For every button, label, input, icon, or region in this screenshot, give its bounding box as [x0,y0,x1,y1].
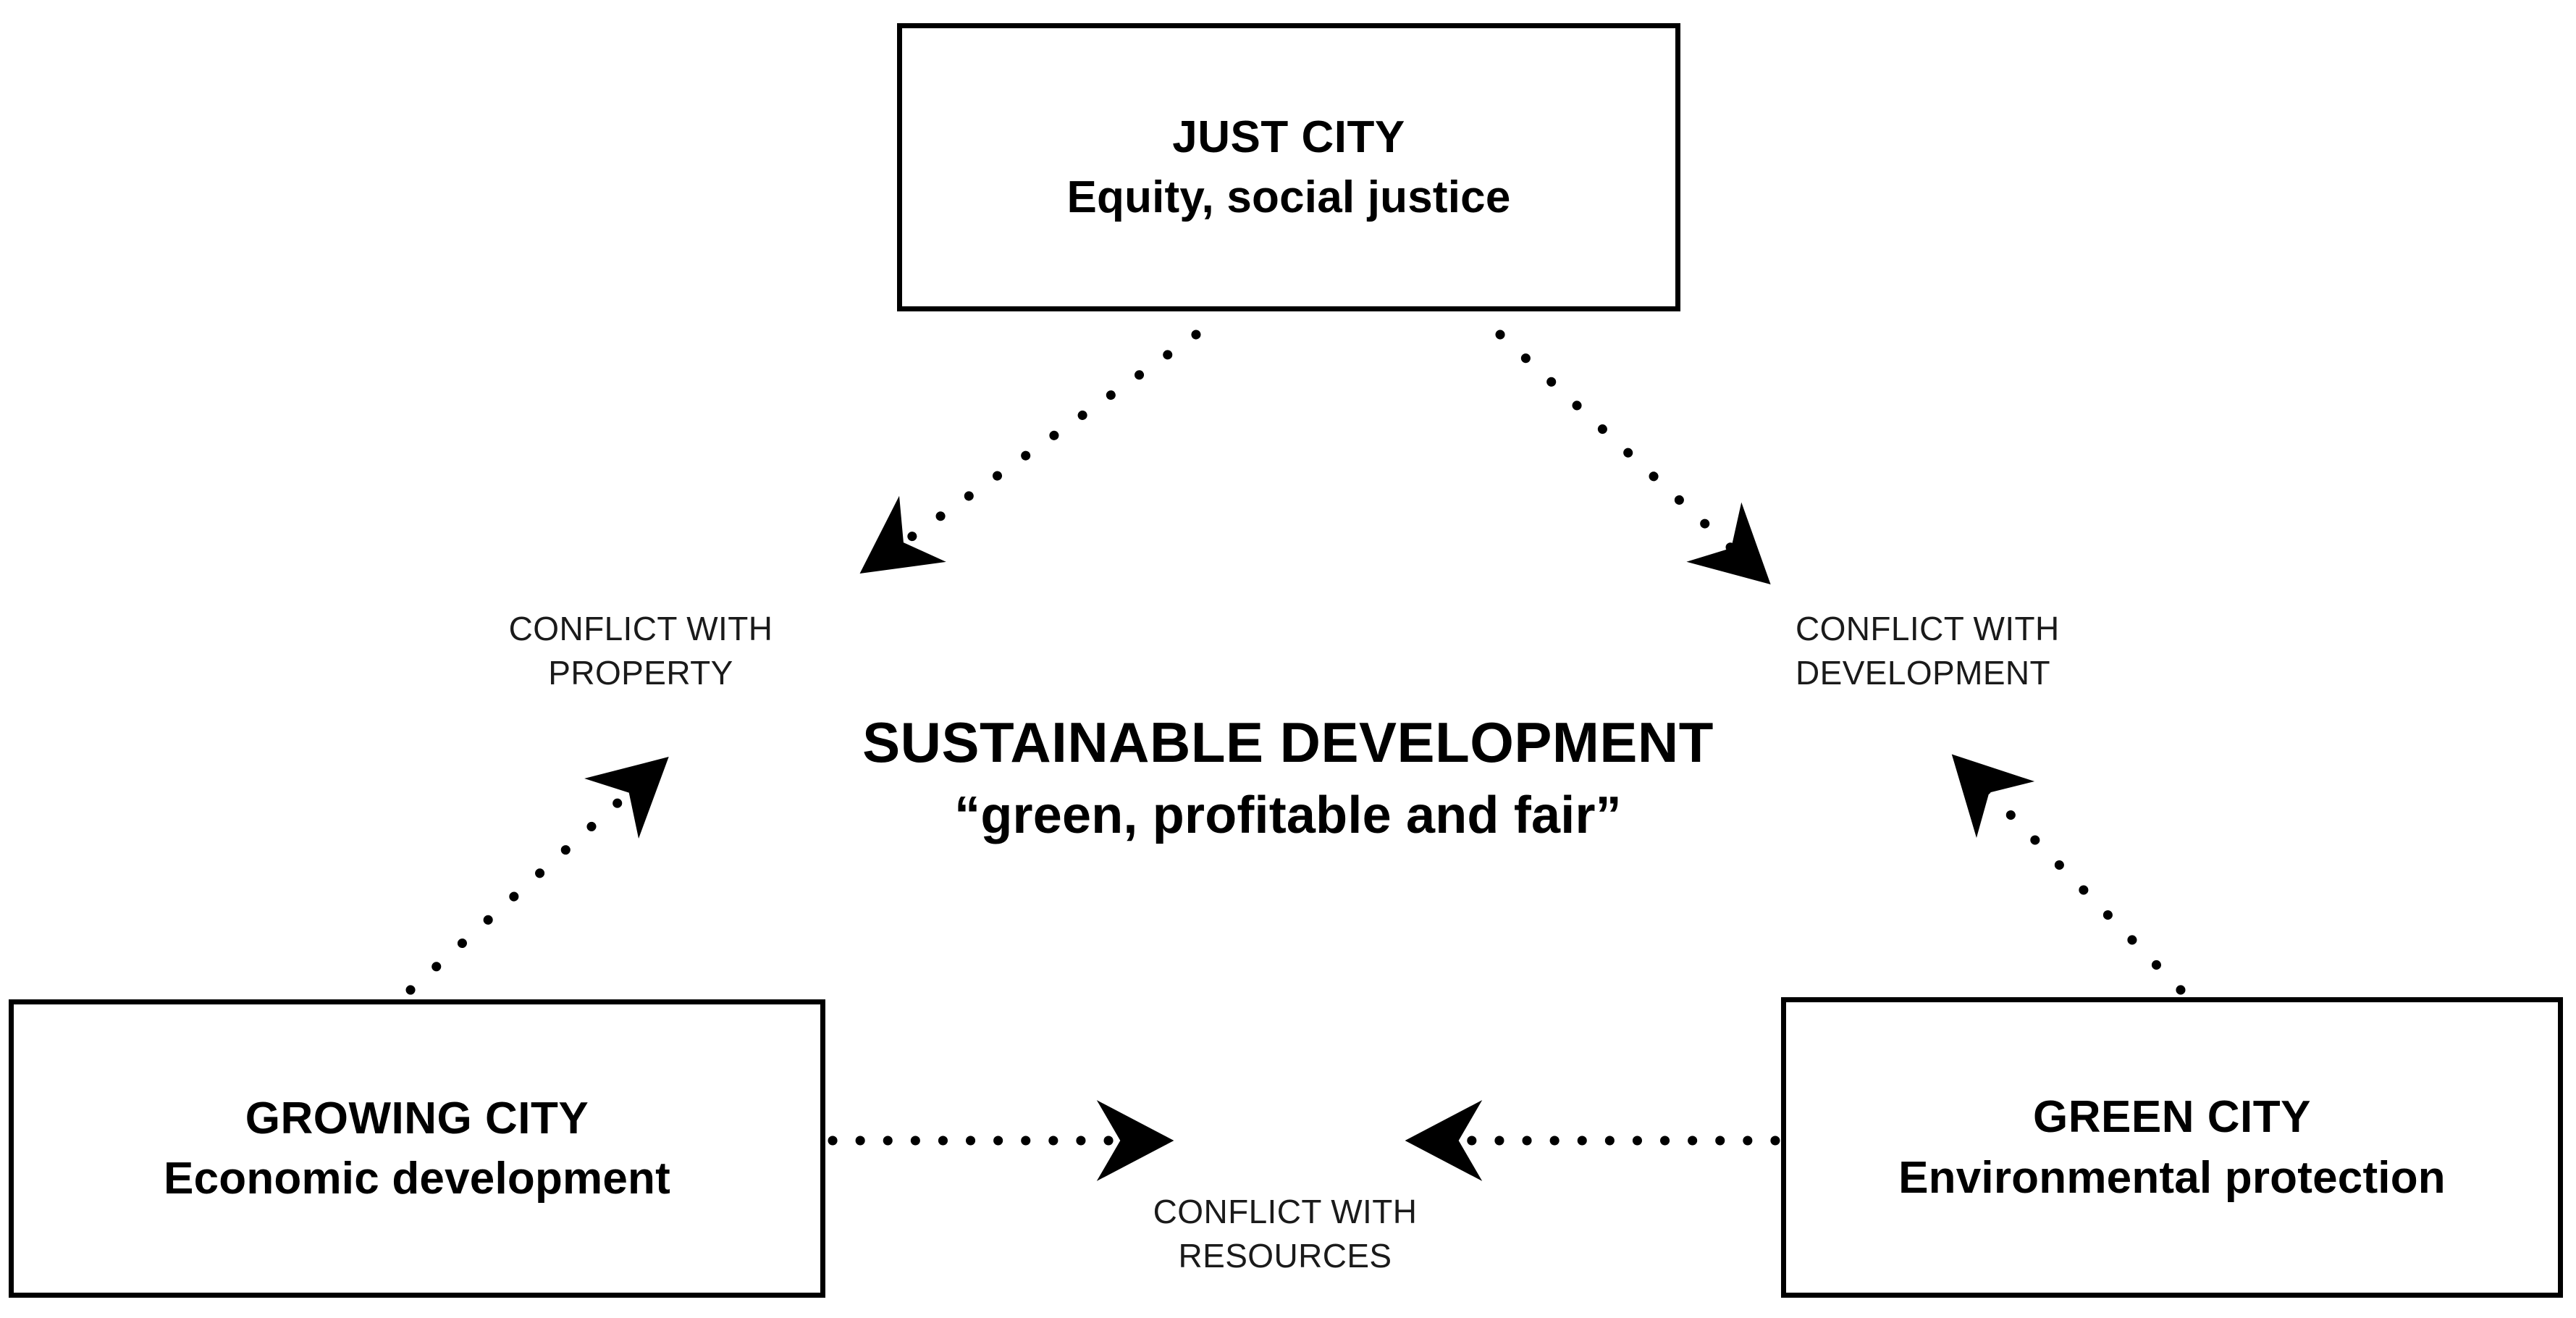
edge-growing-city-to-just-city [405,757,669,995]
node-growing-city[interactable]: GROWING CITY Economic development [9,999,825,1298]
node-just-city-subtitle: Equity, social justice [1066,172,1511,222]
node-green-city[interactable]: GREEN CITY Environmental protection [1781,997,2563,1298]
node-green-city-subtitle: Environmental protection [1898,1152,2446,1203]
conflict-label-property: CONFLICT WITH PROPERTY [471,607,811,695]
edge-green-city-to-just-city [1951,754,2186,995]
node-growing-city-subtitle: Economic development [164,1154,670,1204]
node-green-city-title: GREEN CITY [2033,1092,2311,1143]
conflict-label-property-line2: PROPERTY [548,654,733,692]
node-just-city-title: JUST CITY [1172,112,1405,162]
conflict-label-development-line1: CONFLICT WITH [1796,610,2060,647]
node-growing-city-title: GROWING CITY [245,1093,589,1143]
edge-just-city-to-green-city [1495,330,1771,585]
center-label-quote: “green, profitable and fair” [954,786,1622,844]
center-label: SUSTAINABLE DEVELOPMENT “green, profitab… [799,713,1777,843]
conflict-label-development-line2: DEVELOPMENT [1796,654,2051,692]
conflict-label-development: CONFLICT WITH DEVELOPMENT [1796,607,2136,695]
edge-just-city-to-growing-city [859,330,1201,574]
conflict-label-resources-line2: RESOURCES [1178,1237,1392,1275]
conflict-label-resources: CONFLICT WITH RESOURCES [1115,1190,1455,1278]
node-just-city[interactable]: JUST CITY Equity, social justice [897,23,1680,311]
conflict-label-property-line1: CONFLICT WITH [508,610,773,647]
center-label-main: SUSTAINABLE DEVELOPMENT [862,710,1714,774]
conflict-label-resources-line1: CONFLICT WITH [1153,1193,1418,1230]
